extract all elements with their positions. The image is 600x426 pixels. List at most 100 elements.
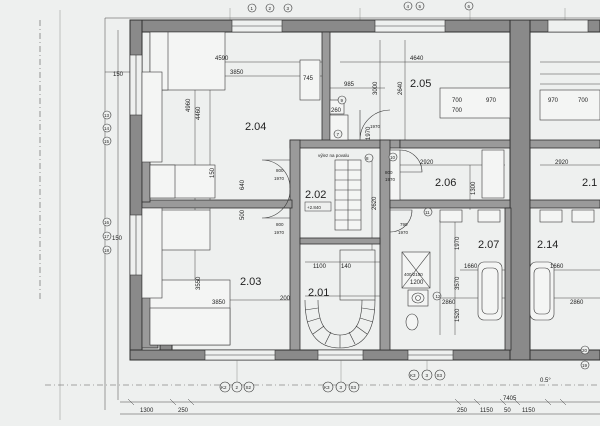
grid-ref-right-3: S3 — [437, 373, 443, 378]
marker-16: 16 — [104, 220, 110, 225]
marker-18: 18 — [104, 248, 110, 253]
grid-ref-mid-1: K3 — [324, 385, 330, 390]
dim-2620: 2620 — [372, 196, 378, 210]
marker-6: 6 — [468, 4, 471, 9]
marker-20: 20 — [582, 348, 588, 353]
dim-140: 140 — [341, 264, 352, 270]
dim-970-b: 970 — [548, 98, 559, 104]
dimension-ticks — [127, 398, 567, 406]
marker-10: 10 — [390, 155, 396, 160]
marker-1: 1 — [251, 6, 254, 11]
bathroom-fixtures — [405, 209, 595, 331]
dim-700-c: 700 — [578, 98, 589, 104]
window-note: 400/2100 — [404, 272, 423, 277]
dim-1100: 1100 — [313, 264, 327, 270]
marker-5: 5 — [419, 4, 422, 9]
door2-height: 1970 — [274, 230, 285, 235]
dim-700-a: 700 — [452, 98, 463, 104]
door4-width: 800 — [385, 170, 393, 175]
grid-ref-mid-3: S3 — [351, 385, 357, 390]
marker-7: 7 — [337, 132, 340, 137]
dim-7405: 7405 — [503, 396, 517, 402]
marker-19: 19 — [582, 363, 588, 368]
marker-12: 12 — [436, 294, 442, 299]
dim-2920-b: 2920 — [555, 160, 569, 166]
dim-1150-b: 1150 — [522, 408, 536, 414]
dim-4960: 4960 — [186, 98, 192, 112]
dim-2860-a: 2860 — [442, 300, 456, 306]
dim-1300-bottom: 1300 — [140, 408, 154, 414]
room-label-2-02: 2.02 — [305, 189, 326, 201]
windows — [129, 19, 589, 361]
grid-references: K2 2 S2 K3 3 S3 K3 3 S3 — [219, 360, 446, 393]
room-label-2-05: 2.05 — [410, 78, 431, 90]
dim-3550: 3550 — [196, 276, 202, 290]
dim-1520: 1520 — [455, 308, 461, 322]
marker-2: 2 — [269, 6, 272, 11]
dim-2640: 2640 — [398, 81, 404, 95]
dim-260: 260 — [331, 108, 342, 114]
dimension-lines — [39, 8, 600, 420]
dim-700-b: 700 — [452, 108, 463, 114]
room-label-2-01: 2.01 — [308, 287, 329, 299]
door-labels: 800 1970 800 1970 790 1970 800 1970 1970 — [274, 124, 409, 235]
dim-4640: 4640 — [410, 56, 424, 62]
grid-ref-left-2: 2 — [236, 385, 239, 390]
marker-8: 8 — [366, 156, 369, 161]
marker-11: 11 — [425, 210, 430, 215]
dim-250-a: 250 — [178, 408, 189, 414]
marker-17: 17 — [104, 234, 110, 239]
dim-745: 745 — [303, 76, 314, 82]
door-swings — [261, 109, 423, 233]
dim-200: 200 — [280, 296, 291, 302]
dim-4460: 4460 — [196, 106, 202, 120]
marker-15: 15 — [104, 139, 110, 144]
dim-3850-bottom: 3850 — [212, 300, 226, 306]
dim-970-a: 970 — [486, 98, 497, 104]
room-labels: 2.04 2.05 2.06 2.02 2.03 2.01 2.07 2.14 … — [240, 78, 597, 299]
marker-3: 3 — [287, 6, 290, 11]
room-label-2-14: 2.14 — [537, 239, 558, 251]
dim-1150-a: 1150 — [480, 408, 494, 414]
marker-9: 9 — [341, 98, 344, 103]
dim-150-left: 150 — [113, 72, 124, 78]
dim-1970-stair: 1970 — [366, 126, 372, 140]
dim-50: 50 — [504, 408, 511, 414]
dim-500: 500 — [240, 209, 246, 220]
room-label-2-03: 2.03 — [240, 276, 261, 288]
door1-height: 1970 — [274, 176, 285, 181]
dim-150-bed: 150 — [210, 167, 216, 178]
annotations: výlez na povalu +2.840 400/2100 0.5° — [304, 153, 551, 384]
dim-3850-top: 3850 — [230, 70, 244, 76]
markers: 1 2 3 4 5 6 7 8 9 10 11 12 13 14 15 16 1… — [102, 1, 590, 370]
door3-width: 790 — [400, 222, 408, 227]
room-label-2-07: 2.07 — [478, 239, 499, 251]
dim-985: 985 — [344, 82, 355, 88]
marker-4: 4 — [407, 4, 410, 9]
marker-14: 14 — [104, 126, 110, 131]
grid-ref-right-2: 3 — [426, 373, 429, 378]
door2-width: 800 — [276, 222, 284, 227]
staircase — [304, 159, 376, 349]
grid-ref-mid-2: 3 — [340, 385, 343, 390]
dim-2860-b: 2860 — [570, 300, 584, 306]
dim-3000: 3000 — [373, 81, 379, 95]
dim-1300: 1300 — [471, 181, 477, 195]
door1-width: 800 — [276, 168, 284, 173]
dim-150-lower: 150 — [112, 236, 123, 242]
level-mark: +2.840 — [307, 205, 321, 210]
grid-ref-right-1: K3 — [410, 373, 416, 378]
dim-1200: 1200 — [410, 280, 424, 286]
door3-height: 1970 — [398, 230, 409, 235]
dim-250-b: 250 — [457, 408, 468, 414]
dim-1660-a: 1660 — [464, 264, 478, 270]
dim-4590: 4590 — [215, 56, 229, 62]
furniture — [141, 31, 600, 346]
dim-2920-a: 2920 — [420, 160, 434, 166]
dim-1970-vertical: 1970 — [455, 236, 461, 250]
stair-note: výlez na povalu — [318, 153, 350, 158]
door5-height: 1970 — [370, 124, 381, 129]
grid-ref-left-3: S2 — [246, 385, 252, 390]
dim-640: 640 — [240, 179, 246, 190]
